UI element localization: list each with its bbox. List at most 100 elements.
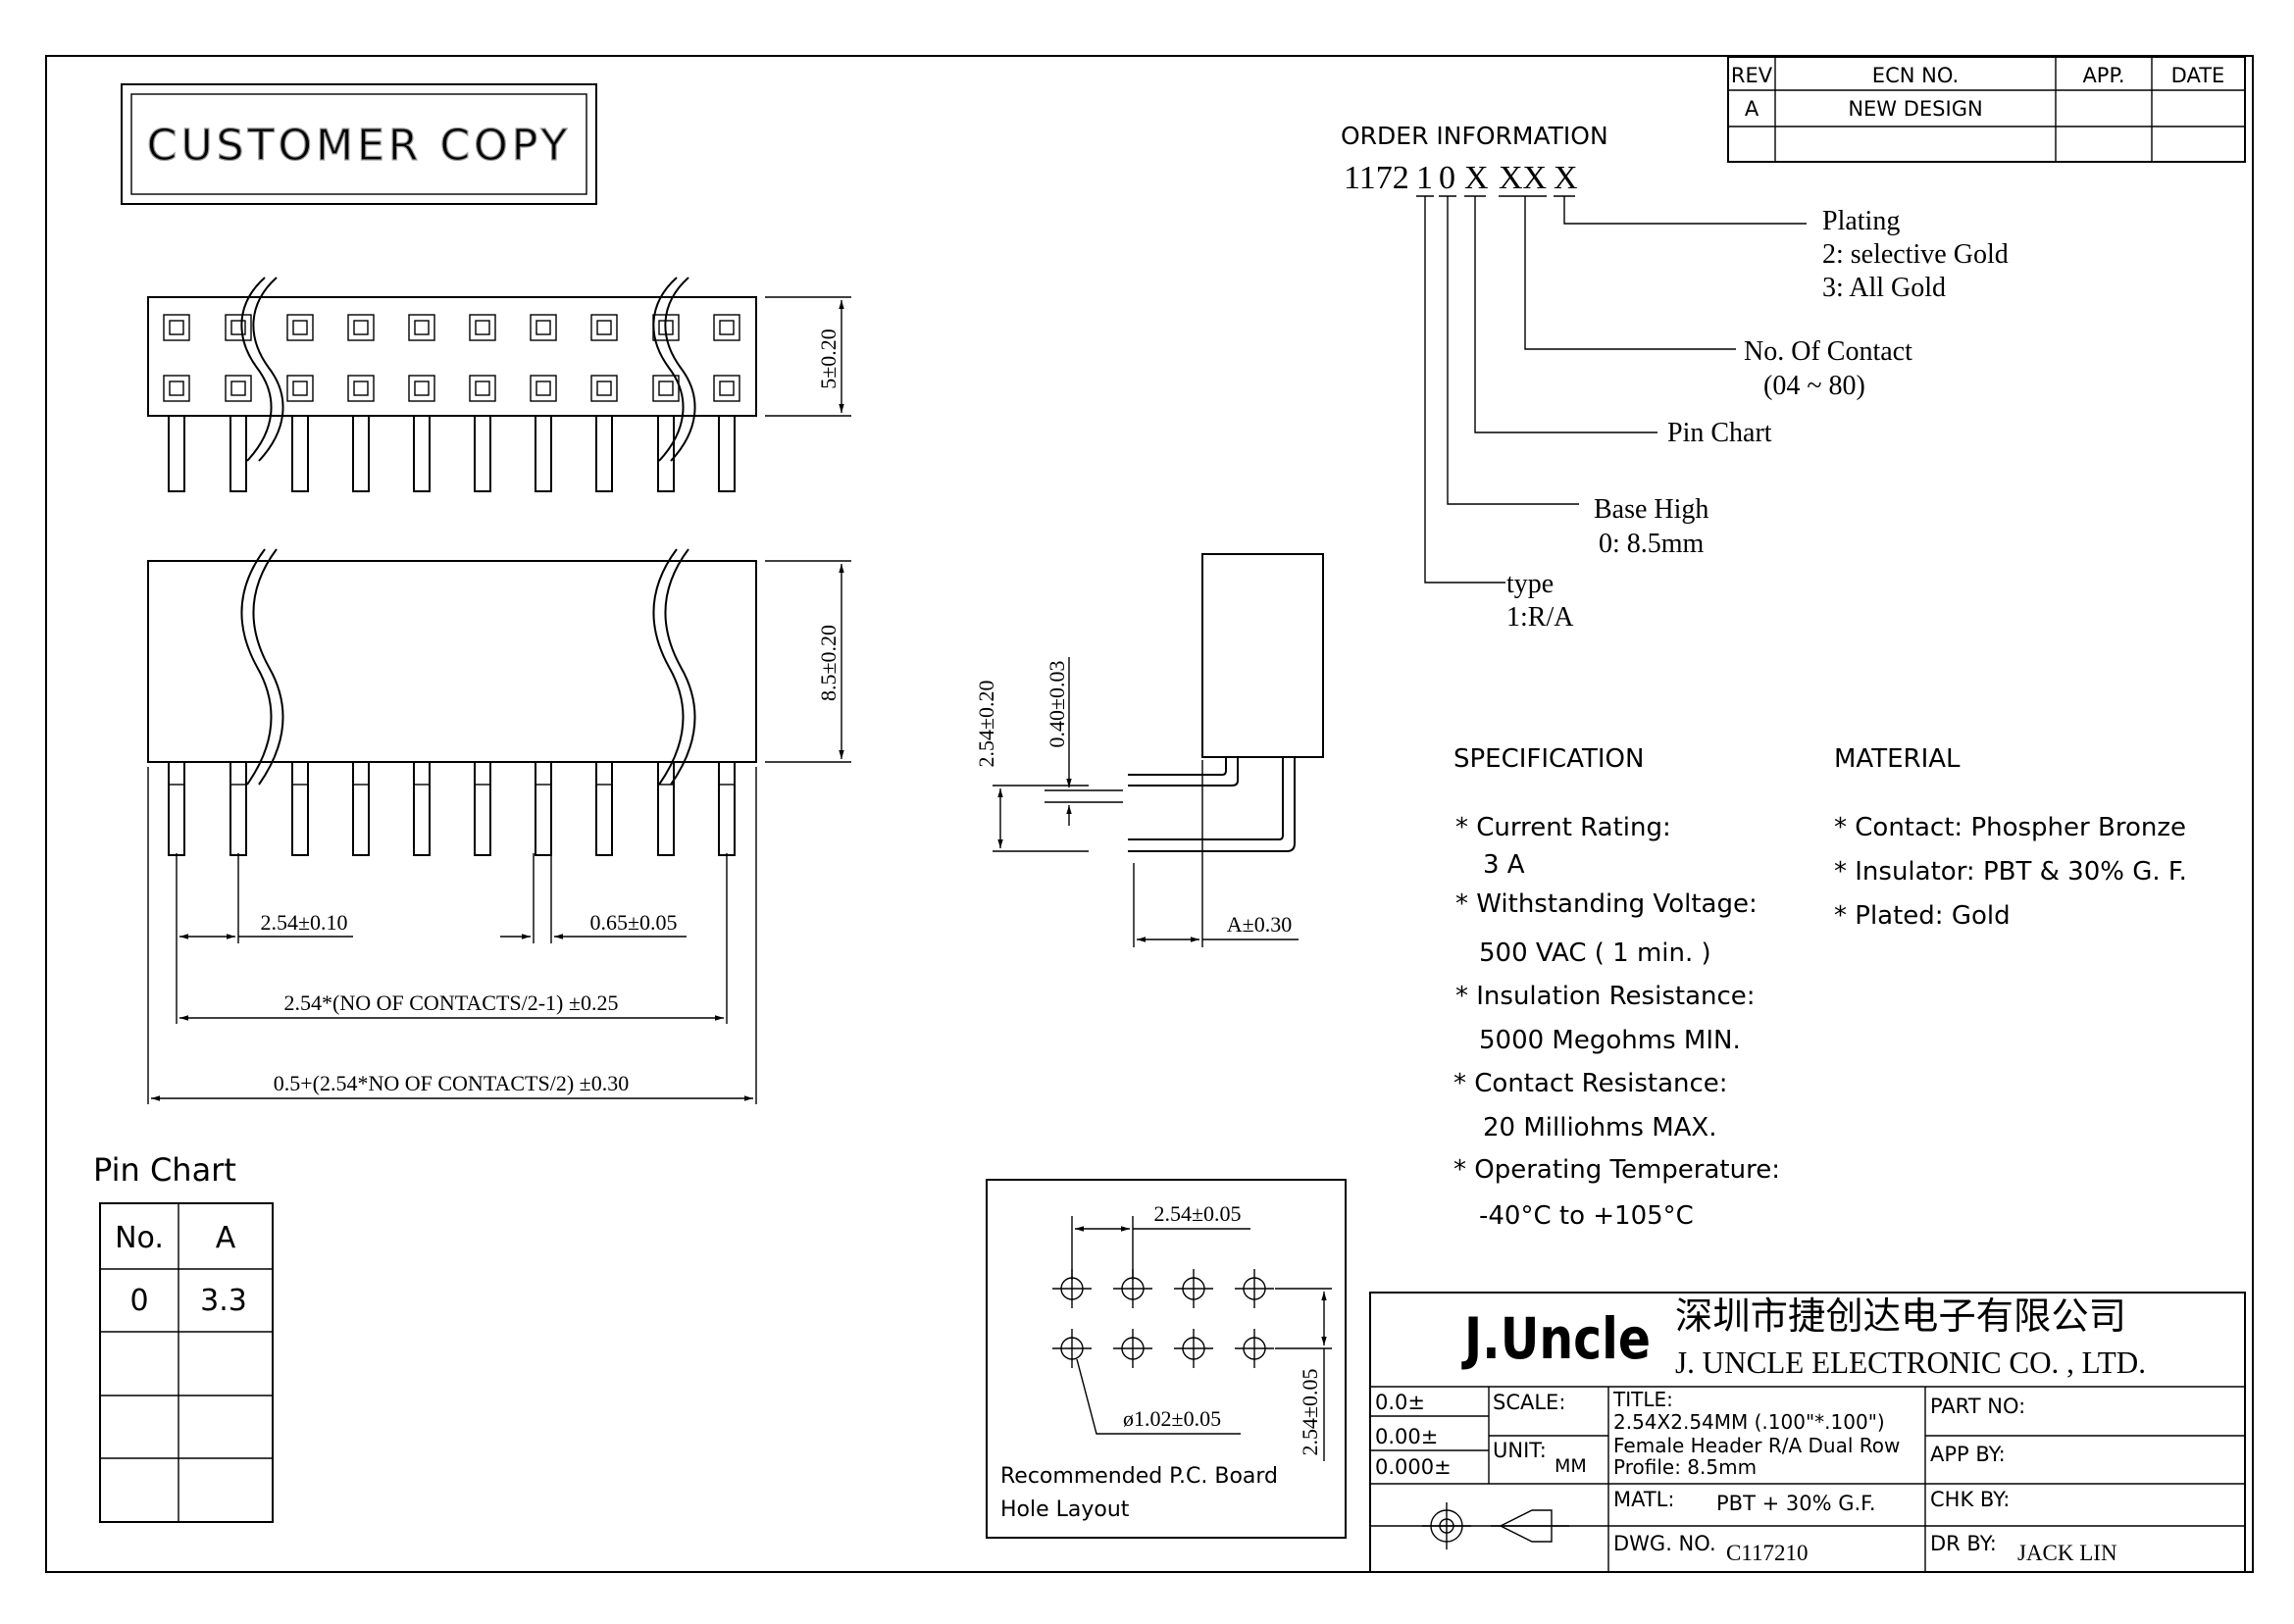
top-pin	[229, 415, 247, 492]
pcb-pitch-v-dim: 2.54±0.05	[1298, 1368, 1322, 1455]
order-code-plating: X	[1554, 160, 1578, 196]
contact-cavity	[225, 314, 252, 341]
contact-cavity-inner	[230, 381, 246, 396]
stamp-text: CUSTOMER COPY	[147, 121, 572, 171]
contact-cavity	[286, 314, 314, 341]
base-high-title: Base High	[1594, 494, 1708, 525]
contact-cavity	[408, 375, 435, 402]
front-pin	[474, 761, 491, 856]
top-pin	[595, 415, 613, 492]
spec-title: SPECIFICATION	[1453, 744, 1644, 774]
pin-width-dim: 0.65±0.05	[589, 910, 677, 935]
drawing-border	[45, 55, 2254, 1573]
rev-value: A	[1745, 97, 1759, 121]
chk-by-label: CHK BY:	[1930, 1488, 2010, 1511]
side-pitch-dim: 2.54±0.20	[974, 680, 998, 767]
contact-cavity-inner	[414, 320, 430, 335]
contact-cavity-inner	[353, 381, 369, 396]
front-pin	[352, 761, 370, 856]
top-pin	[352, 415, 370, 492]
top-pin	[535, 415, 552, 492]
material-contact: * Contact: Phospher Bronze	[1834, 813, 2186, 842]
spec-voltage-value: 500 VAC ( 1 min. )	[1479, 939, 1711, 968]
material-title: MATERIAL	[1834, 744, 1961, 774]
revision-table: REV ECN NO. APP. DATE A NEW DESIGN	[1727, 56, 2246, 163]
contact-cavity-inner	[169, 381, 184, 396]
contact-cavity	[225, 375, 252, 402]
app-by-label: APP BY:	[1930, 1443, 2006, 1466]
contact-cavity-inner	[475, 320, 490, 335]
material-insulator: * Insulator: PBT & 30% G. F.	[1834, 857, 2187, 887]
contact-cavity	[713, 375, 740, 402]
contact-cavity-inner	[596, 381, 612, 396]
app-header: APP.	[2082, 64, 2124, 87]
part-no-label: PART NO:	[1930, 1395, 2025, 1418]
order-code-pin-chart: X	[1464, 160, 1489, 196]
contact-cavity	[163, 375, 190, 402]
top-pin	[718, 415, 736, 492]
contacts-range: (04 ~ 80)	[1763, 371, 1865, 401]
title-line-1: 2.54X2.54MM (.100"*.100")	[1613, 1410, 1885, 1434]
contact-cavity-inner	[719, 381, 735, 396]
unit-value: MM	[1555, 1455, 1587, 1477]
type-title: type	[1506, 569, 1554, 599]
matl-label: MATL:	[1613, 1488, 1674, 1511]
tolerance-2: 0.00±	[1375, 1425, 1438, 1448]
body-length-dim: 0.5+(2.54*NO OF CONTACTS/2) ±0.30	[274, 1071, 630, 1095]
contact-cavity-inner	[169, 320, 184, 335]
contact-cavity	[408, 314, 435, 341]
contact-cavity	[713, 314, 740, 341]
pitch-dim: 2.54±0.10	[260, 910, 347, 935]
order-code-base: 1172	[1344, 160, 1409, 196]
contact-cavity-inner	[230, 320, 246, 335]
front-pin	[657, 761, 675, 856]
spec-contact-res-label: * Contact Resistance:	[1453, 1069, 1728, 1098]
order-code-base-high: 0	[1439, 160, 1455, 196]
plating-title: Plating	[1822, 206, 1900, 236]
rev-header: REV	[1731, 64, 1773, 87]
tolerance-1: 0.0±	[1375, 1391, 1425, 1414]
pcb-hole-dim: ø1.02±0.05	[1123, 1406, 1221, 1431]
ecn-value: NEW DESIGN	[1848, 97, 1982, 121]
order-information: ORDER INFORMATION 1172 1 0 X XX X Platin…	[1341, 122, 2009, 633]
company-name-cn: 深圳市捷创达电子有限公司	[1675, 1294, 2126, 1338]
contact-cavity	[590, 375, 618, 402]
company-name-en: J. UNCLE ELECTRONIC CO. , LTD.	[1675, 1345, 2146, 1380]
front-pin	[718, 761, 736, 856]
contacts-title: No. Of Contact	[1744, 336, 1912, 367]
order-code-contacts: XX	[1499, 160, 1547, 196]
dr-by-label: DR BY:	[1930, 1532, 1997, 1555]
base-high-option: 0: 8.5mm	[1599, 529, 1705, 559]
company-logo: J.Uncle	[1461, 1305, 1651, 1372]
dwg-no-value: C117210	[1726, 1541, 1809, 1565]
ecn-header: ECN NO.	[1872, 64, 1959, 87]
connector-front-view: 8.5±0.20 2.54±0.10 0.65±0.05 2.54*(NO OF…	[147, 548, 851, 1104]
date-header: DATE	[2171, 64, 2225, 87]
customer-copy-stamp: CUSTOMER COPY	[121, 83, 597, 205]
contact-cavity-inner	[353, 320, 369, 335]
contact-cavity	[347, 375, 375, 402]
dr-by-value: JACK LIN	[2017, 1541, 2117, 1565]
pin-chart-title: Pin Chart	[93, 1151, 236, 1189]
plating-option-3: 3: All Gold	[1822, 273, 1946, 303]
contact-cavity	[286, 375, 314, 402]
title-label: TITLE:	[1612, 1388, 1673, 1411]
pin-chart-a-header: A	[216, 1221, 236, 1255]
contact-cavity-inner	[535, 381, 551, 396]
pcb-caption-line-2: Hole Layout	[1000, 1497, 1130, 1522]
pin-chart-a-value: 3.3	[200, 1284, 247, 1318]
top-pin	[168, 415, 185, 492]
top-pin	[413, 415, 431, 492]
pcb-pitch-h-dim: 2.54±0.05	[1153, 1201, 1241, 1226]
matl-value: PBT + 30% G.F.	[1716, 1492, 1876, 1515]
contact-cavity	[469, 375, 496, 402]
unit-label: UNIT:	[1493, 1439, 1547, 1462]
front-pin	[168, 761, 185, 856]
material: MATERIAL * Contact: Phospher Bronze * In…	[1834, 744, 2187, 931]
spec-voltage-label: * Withstanding Voltage:	[1455, 889, 1758, 919]
order-code-type: 1	[1416, 160, 1433, 196]
material-plated: * Plated: Gold	[1834, 901, 2011, 931]
tolerance-3: 0.000±	[1375, 1455, 1452, 1479]
top-pin	[474, 415, 491, 492]
top-pin	[291, 415, 309, 492]
